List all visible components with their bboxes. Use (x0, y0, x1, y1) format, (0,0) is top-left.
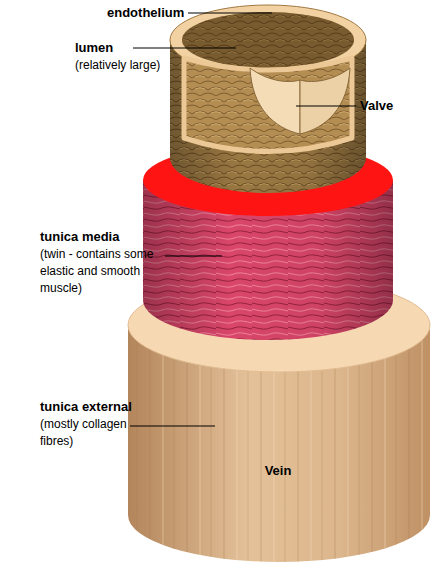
lumen-shadow (182, 12, 354, 68)
part-note: (relatively large) (75, 57, 160, 74)
part-note: (twin - contains some elastic and smooth… (40, 246, 180, 297)
valve-leaflet (250, 68, 300, 134)
part-label: Valve (360, 97, 393, 114)
part-label: tunica external (40, 398, 132, 415)
part-label: endothelium (107, 4, 184, 21)
leader-line (188, 13, 272, 14)
leader-line (130, 426, 215, 427)
lumen-interior (182, 12, 354, 68)
cutaway-window (184, 58, 352, 152)
part-label: Vein (228, 462, 328, 479)
leader-line (133, 48, 236, 49)
valve-leaflet (300, 68, 350, 134)
leader-line (165, 256, 222, 257)
part-label: tunica media (40, 228, 119, 245)
leader-line (296, 106, 356, 107)
part-label: lumen (75, 39, 113, 56)
part-note: (mostly collagen fibres) (40, 416, 145, 450)
